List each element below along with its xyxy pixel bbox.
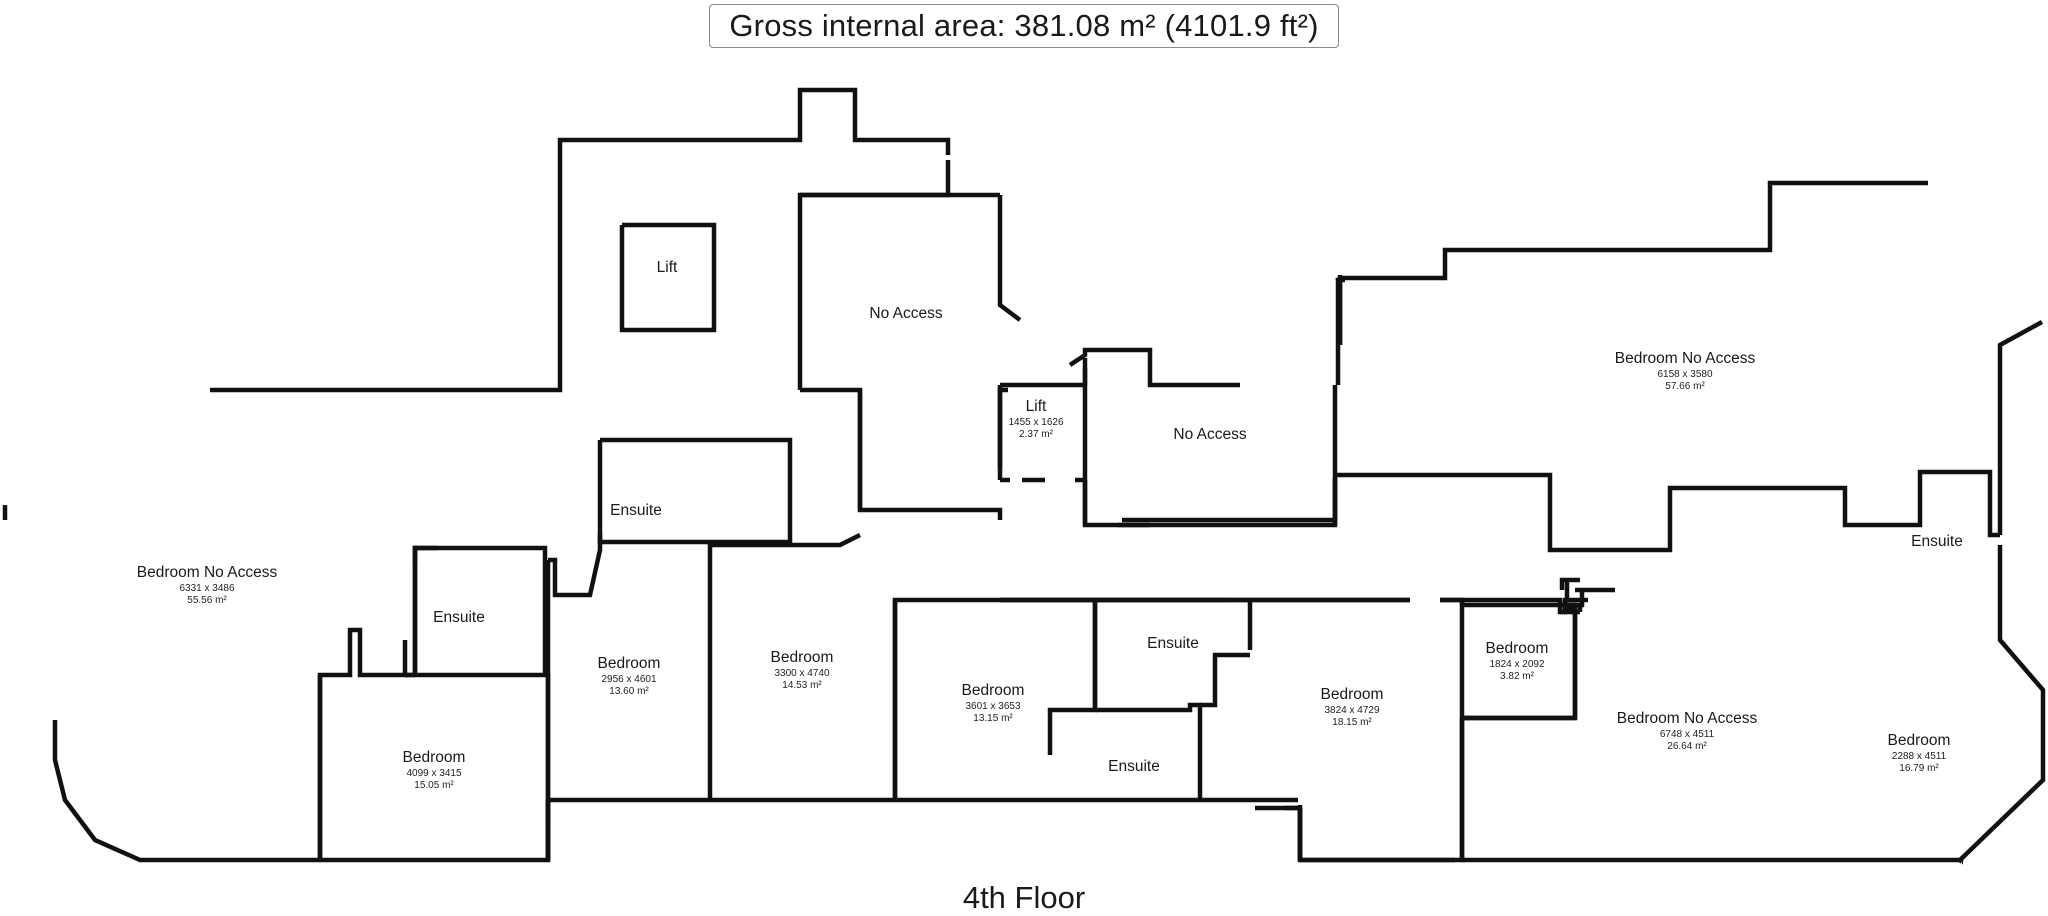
- room-area: 13.60 m²: [609, 685, 649, 697]
- floor-label-text: 4th Floor: [962, 880, 1086, 915]
- room-area: 57.66 m²: [1665, 380, 1705, 392]
- gross-area-text: Gross internal area: 381.08 m² (4101.9 f…: [729, 8, 1319, 43]
- room-name: Bedroom: [597, 655, 661, 672]
- room-dimensions: 4099 x 3415: [406, 767, 462, 779]
- room-name: Bedroom: [1887, 732, 1951, 749]
- room-ensuite-5: Ensuite: [1911, 533, 1963, 552]
- room-lift-2: Lift 1455 x 1626 2.37 m²: [1008, 398, 1063, 441]
- floor-label: 4th Floor: [924, 880, 1124, 916]
- room-area: 16.79 m²: [1899, 762, 1939, 774]
- room-name: Bedroom: [961, 682, 1025, 699]
- room-bedroom-no-access-left: Bedroom No Access 6331 x 3486 55.56 m²: [137, 564, 277, 607]
- room-name: Bedroom: [770, 649, 834, 666]
- room-name: Ensuite: [433, 609, 485, 626]
- room-dimensions: 6331 x 3486: [179, 582, 235, 594]
- room-bedroom-6: Bedroom 1824 x 2092 3.82 m²: [1486, 640, 1549, 683]
- room-name: Bedroom No Access: [136, 564, 278, 581]
- room-dimensions: 2288 x 4511: [1891, 750, 1947, 762]
- room-bedroom-1: Bedroom 4099 x 3415 15.05 m²: [403, 749, 466, 792]
- room-name: Bedroom: [1320, 686, 1384, 703]
- room-area: 15.05 m²: [414, 779, 454, 791]
- room-area: 3.82 m²: [1500, 670, 1534, 682]
- room-name: Bedroom: [402, 749, 466, 766]
- room-no-access-2: No Access: [1173, 426, 1246, 445]
- room-no-access-1: No Access: [869, 305, 942, 324]
- room-ensuite-3: Ensuite: [1147, 635, 1199, 654]
- room-name: Ensuite: [1911, 533, 1963, 550]
- room-area: 26.64 m²: [1667, 740, 1707, 752]
- room-name: No Access: [1173, 426, 1247, 443]
- room-area: 18.15 m²: [1332, 716, 1372, 728]
- room-dimensions: 6158 x 3580: [1657, 368, 1713, 380]
- room-name: Ensuite: [1108, 758, 1160, 775]
- walls: [2, 87, 2046, 865]
- room-name: Bedroom: [1485, 640, 1549, 657]
- room-bedroom-no-access-mid: Bedroom No Access 6748 x 4511 26.64 m²: [1617, 710, 1757, 753]
- room-bedroom-7: Bedroom 2288 x 4511 16.79 m²: [1888, 732, 1951, 775]
- gross-area-title: Gross internal area: 381.08 m² (4101.9 f…: [709, 4, 1339, 48]
- room-ensuite-2: Ensuite: [610, 502, 662, 521]
- room-dimensions: 1824 x 2092: [1489, 658, 1545, 670]
- room-area: 14.53 m²: [782, 679, 822, 691]
- room-bedroom-3: Bedroom 3300 x 4740 14.53 m²: [771, 649, 834, 692]
- room-bedroom-5: Bedroom 3824 x 4729 18.15 m²: [1321, 686, 1384, 729]
- room-name: Lift: [1025, 398, 1047, 415]
- room-ensuite-4: Ensuite: [1108, 758, 1160, 777]
- room-name: Lift: [656, 259, 678, 276]
- room-bedroom-no-access-right: Bedroom No Access 6158 x 3580 57.66 m²: [1615, 350, 1755, 393]
- room-name: Bedroom No Access: [1614, 350, 1756, 367]
- room-dimensions: 6748 x 4511: [1659, 728, 1715, 740]
- room-bedroom-2: Bedroom 2956 x 4601 13.60 m²: [598, 655, 661, 698]
- room-bedroom-4: Bedroom 3601 x 3653 13.15 m²: [962, 682, 1025, 725]
- room-name: Bedroom No Access: [1616, 710, 1758, 727]
- room-lift-1: Lift: [657, 259, 678, 278]
- room-name: No Access: [869, 305, 943, 322]
- room-dimensions: 3300 x 4740: [774, 667, 830, 679]
- room-dimensions: 3601 x 3653: [965, 700, 1021, 712]
- room-area: 55.56 m²: [187, 594, 227, 606]
- room-name: Ensuite: [610, 502, 662, 519]
- room-area: 2.37 m²: [1019, 428, 1053, 440]
- room-name: Ensuite: [1147, 635, 1199, 652]
- room-dimensions: 1455 x 1626: [1008, 416, 1064, 428]
- room-dimensions: 3824 x 4729: [1324, 704, 1380, 716]
- room-dimensions: 2956 x 4601: [601, 673, 657, 685]
- room-ensuite-1: Ensuite: [433, 609, 485, 628]
- room-area: 13.15 m²: [973, 712, 1013, 724]
